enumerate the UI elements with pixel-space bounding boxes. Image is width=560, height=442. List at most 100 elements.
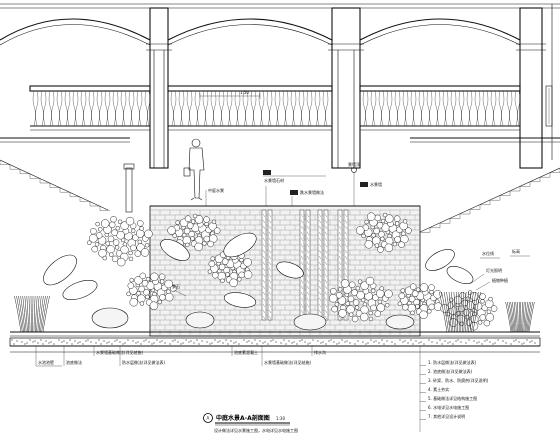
gravel-dot bbox=[259, 340, 261, 342]
water-line bbox=[344, 273, 348, 278]
gravel-dot bbox=[164, 342, 166, 344]
gravel-dot bbox=[322, 341, 324, 343]
gravel-dot bbox=[291, 342, 293, 344]
gravel-dot bbox=[214, 339, 216, 341]
gravel-dot bbox=[386, 340, 388, 342]
gravel-dot bbox=[523, 342, 525, 344]
gravel-dot bbox=[106, 342, 108, 344]
gravel-dot bbox=[66, 342, 68, 344]
gravel-dot bbox=[309, 342, 311, 344]
gravel-dot bbox=[505, 342, 507, 344]
baluster bbox=[115, 90, 119, 127]
water-line bbox=[268, 303, 272, 308]
gravel-dot bbox=[235, 341, 237, 343]
rock bbox=[385, 314, 415, 330]
baluster bbox=[237, 90, 241, 127]
callout-c7: 植物种植 bbox=[475, 277, 508, 291]
gravel-dot bbox=[412, 343, 414, 345]
gravel-dot bbox=[169, 343, 171, 345]
baluster bbox=[104, 90, 108, 127]
gravel-dot bbox=[481, 343, 483, 345]
baluster bbox=[426, 90, 430, 127]
water-line bbox=[324, 285, 328, 290]
gravel-dot bbox=[262, 342, 264, 344]
water-line bbox=[268, 213, 272, 218]
gravel-dot bbox=[116, 339, 118, 341]
water-line bbox=[338, 237, 342, 242]
gravel-dot bbox=[145, 339, 147, 341]
gravel-dot bbox=[423, 343, 425, 345]
grass-clump bbox=[14, 295, 50, 333]
gravel-dot bbox=[45, 340, 47, 342]
gravel-dot bbox=[478, 341, 480, 343]
baluster bbox=[469, 90, 473, 127]
gravel-dot bbox=[217, 341, 219, 343]
gravel-dot bbox=[238, 343, 240, 345]
callouts: 中庭水景 水景墙石材 跌水景墙做法 景墙顶 水景墙 灯光照明 植物种 bbox=[172, 85, 553, 297]
note-line: 1. 防水层做法(详见做法表) bbox=[428, 359, 477, 365]
stair-left bbox=[0, 137, 130, 211]
gravel-dot bbox=[13, 343, 15, 345]
gravel-dot bbox=[330, 339, 332, 341]
baluster bbox=[170, 90, 174, 127]
water-stream bbox=[305, 209, 311, 321]
gravel-dot bbox=[161, 340, 163, 342]
large-leaf bbox=[43, 254, 77, 286]
gravel-dot bbox=[264, 341, 266, 343]
stair-step bbox=[540, 172, 551, 178]
water-line bbox=[344, 249, 348, 254]
baluster bbox=[322, 90, 326, 127]
water-line bbox=[324, 243, 328, 248]
baluster bbox=[277, 90, 281, 127]
water-line bbox=[344, 261, 348, 266]
stair-step bbox=[59, 187, 70, 193]
baluster bbox=[429, 90, 433, 127]
water-line bbox=[262, 309, 266, 314]
water-line bbox=[300, 219, 304, 224]
water-line bbox=[300, 279, 304, 284]
water-line bbox=[268, 315, 272, 320]
water-line bbox=[344, 243, 348, 248]
gravel-dot bbox=[304, 341, 306, 343]
water-line bbox=[300, 231, 304, 236]
water-line bbox=[268, 273, 272, 278]
gravel-dot bbox=[407, 342, 409, 344]
baluster bbox=[32, 90, 36, 127]
water-line bbox=[262, 219, 266, 224]
shrub bbox=[126, 272, 177, 310]
water-line bbox=[262, 225, 266, 230]
gravel-dot bbox=[293, 341, 295, 343]
gravel-dot bbox=[534, 342, 536, 344]
baluster bbox=[245, 90, 249, 127]
water-line bbox=[268, 267, 272, 272]
stair-step bbox=[500, 191, 511, 196]
callout-text: 景墙顶 bbox=[348, 161, 360, 167]
gravel-dot bbox=[185, 339, 187, 341]
water-line bbox=[306, 291, 310, 296]
water-line bbox=[318, 279, 322, 284]
water-line bbox=[268, 285, 272, 290]
water-stream bbox=[261, 209, 267, 321]
callout-text: 灯光照明 bbox=[486, 267, 502, 273]
water-line bbox=[318, 261, 322, 266]
water-line bbox=[306, 273, 310, 278]
gravel-dot bbox=[513, 340, 515, 342]
gravel-dot bbox=[455, 340, 457, 342]
gravel-dot bbox=[111, 343, 113, 345]
stair-step bbox=[510, 186, 521, 192]
gravel-dot bbox=[114, 340, 116, 342]
grass-clump bbox=[438, 291, 482, 333]
gravel-dot bbox=[365, 343, 367, 345]
gravel-dot bbox=[391, 341, 393, 343]
baluster bbox=[226, 90, 230, 127]
gravel-dot bbox=[449, 341, 451, 343]
water-line bbox=[306, 279, 310, 284]
gravel-dot bbox=[510, 343, 512, 345]
water-stream bbox=[317, 209, 323, 321]
gravel-dot bbox=[373, 341, 375, 343]
water-stream bbox=[299, 209, 305, 321]
water-line bbox=[268, 279, 272, 284]
gravel-dot bbox=[362, 341, 364, 343]
baluster bbox=[64, 90, 68, 127]
